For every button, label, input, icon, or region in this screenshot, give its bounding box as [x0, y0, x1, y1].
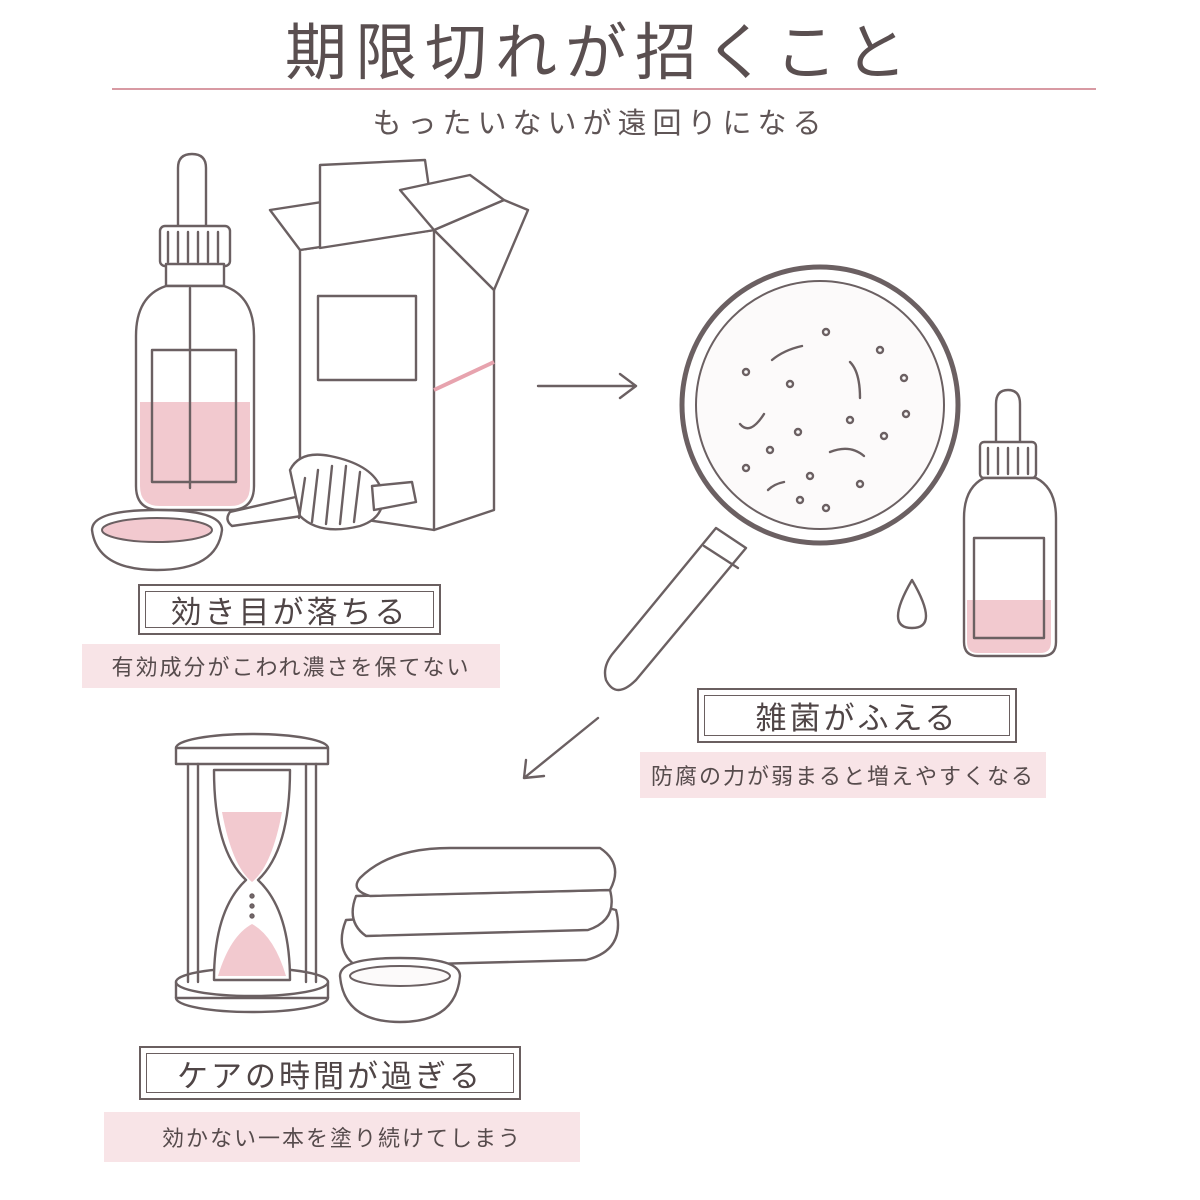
- page-title: 期限切れが招くこと: [284, 16, 915, 89]
- dropper-cap-icon: [226, 453, 418, 531]
- small-dropper-bottle-icon: [962, 388, 1058, 658]
- section-description: 防腐の力が弱まると増えやすくなる: [640, 752, 1046, 798]
- folded-towel-icon: [340, 846, 620, 968]
- open-box-icon: [268, 158, 530, 532]
- section-label: ケアの時間が過ぎる: [146, 1053, 514, 1095]
- arrow-down-left-icon: [522, 716, 600, 780]
- arrow-right-icon: [536, 372, 638, 400]
- section-description: 効かない一本を塗り続けてしまう: [104, 1112, 580, 1162]
- page-subtitle: もったいないが遠回りになる: [372, 106, 828, 140]
- section-label: 雑菌がふえる: [704, 695, 1010, 737]
- section-label-box: 効き目が落ちる: [138, 584, 441, 635]
- magnifier-bacteria-icon: [603, 264, 961, 692]
- section-description: 有効成分がこわれ濃さを保てない: [82, 644, 500, 688]
- section-label-box: 雑菌がふえる: [697, 688, 1017, 743]
- title-divider: [112, 88, 1096, 90]
- section-label-box: ケアの時間が過ぎる: [139, 1046, 521, 1100]
- hourglass-icon: [174, 732, 330, 1014]
- dropper-bottle-icon: [134, 152, 256, 512]
- droplet-icon: [896, 578, 928, 630]
- section-label: 効き目が落ちる: [145, 591, 434, 631]
- bowl-icon: [338, 956, 462, 1024]
- dish-icon: [90, 508, 224, 572]
